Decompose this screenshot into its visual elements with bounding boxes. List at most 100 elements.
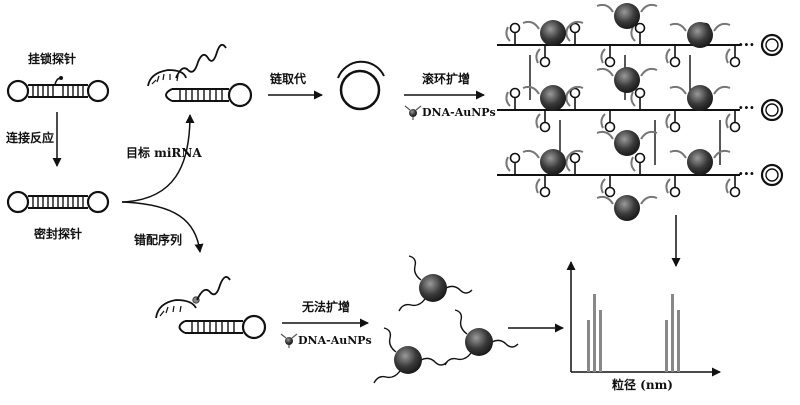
hairpin-loop — [569, 22, 581, 34]
hairpin-loop — [509, 152, 521, 164]
sealed-probe-label: 密封探针 — [34, 227, 83, 241]
hairpin-loop — [539, 56, 551, 68]
hairpin-loop — [729, 186, 741, 198]
hairpin-loop — [634, 22, 646, 34]
hairpin-loop — [509, 87, 521, 99]
np-strand — [445, 285, 473, 294]
np-strand — [420, 357, 448, 366]
circular-template-end — [760, 98, 784, 122]
particle-size-axis-label: 粒径 (nm) — [612, 378, 673, 392]
hairpin-loop — [539, 186, 551, 198]
gold-nanoparticle — [614, 67, 640, 93]
circular-template-end — [760, 33, 784, 57]
no-amplification-label: 无法扩增 — [302, 300, 351, 314]
gold-nanoparticle — [465, 328, 493, 356]
np-strand — [669, 85, 687, 95]
np-strand — [640, 3, 658, 13]
np-strand — [596, 130, 614, 140]
dna-aunps-label-bottom: DNA-AuNPs — [298, 334, 372, 347]
hairpin-loop — [569, 152, 581, 164]
np-strand — [596, 67, 614, 77]
hairpin-probe-label: 挂锁探针 — [28, 52, 77, 66]
probe-arm — [630, 156, 636, 172]
mismatch-label: 错配序列 — [134, 233, 183, 247]
probe-arm — [600, 113, 606, 129]
rolling-amplification-label: 滚环扩增 — [422, 72, 471, 86]
size-histogram — [566, 261, 721, 377]
hairpin-loop — [729, 121, 741, 133]
np-strand — [522, 85, 540, 95]
hairpin-loop — [669, 56, 681, 68]
hairpin-loop — [509, 22, 521, 34]
sealed-probe — [6, 190, 110, 214]
np-strand — [713, 22, 731, 32]
strand-displacement-label: 链取代 — [270, 72, 307, 86]
branch-arrow-target — [121, 114, 195, 203]
circular-template-inner — [765, 168, 779, 182]
np-strand — [383, 327, 397, 353]
probe-arm — [535, 178, 541, 194]
probe-arm — [665, 48, 671, 64]
probe-arm — [565, 91, 571, 107]
probe-with-target — [147, 43, 253, 108]
probe-arm — [725, 48, 731, 64]
branch-arrow-mismatch — [121, 201, 204, 253]
np-strand — [640, 67, 658, 77]
np-strand — [444, 352, 472, 366]
gold-nanoparticle — [687, 85, 713, 111]
probe-arm — [505, 156, 511, 172]
hairpin-loop — [539, 121, 551, 133]
histogram-peak-left — [599, 310, 602, 372]
np-strand — [596, 3, 614, 13]
hairpin-loop — [669, 186, 681, 198]
hairpin-loop — [634, 152, 646, 164]
gold-nanoparticle — [687, 149, 713, 175]
np-strand — [491, 339, 519, 348]
probe-arm — [565, 156, 571, 172]
np-strand — [398, 298, 426, 312]
np-strand — [454, 309, 468, 335]
ellipsis-row3: ··· — [738, 164, 755, 183]
probe-arm — [725, 113, 731, 129]
np-strand — [373, 370, 401, 384]
probe-with-mismatch — [155, 276, 267, 340]
ellipsis-row2: ··· — [738, 98, 755, 117]
np-strand — [522, 149, 540, 159]
free-nanoparticles — [373, 255, 519, 384]
circular-template-inner — [765, 103, 779, 117]
probe-arm — [665, 178, 671, 194]
probe-arm — [535, 113, 541, 129]
hairpin-loop — [604, 56, 616, 68]
probe-arm — [505, 26, 511, 42]
probe-arm — [630, 26, 636, 42]
np-strand — [640, 130, 658, 140]
histogram-peak-left — [593, 294, 596, 372]
histogram-peak-right — [671, 294, 674, 372]
np-strand — [566, 85, 584, 95]
padlock-probe — [6, 76, 110, 103]
rca-network — [497, 3, 784, 221]
gold-nanoparticle — [614, 130, 640, 156]
circular-template-end — [760, 163, 784, 187]
gold-nanoparticle — [394, 346, 422, 374]
gold-nanoparticle — [540, 149, 566, 175]
gold-nanoparticle — [540, 20, 566, 46]
histogram-peak-right — [665, 320, 668, 372]
hairpin-loop — [569, 87, 581, 99]
dna-aunp-icon-bottom — [280, 333, 298, 348]
np-strand — [566, 20, 584, 30]
gold-nanoparticle — [540, 85, 566, 111]
ligation-label: 连接反应 — [6, 131, 55, 145]
np-strand — [522, 20, 540, 30]
probe-arm — [535, 48, 541, 64]
hairpin-loop — [634, 87, 646, 99]
np-strand — [408, 255, 422, 281]
histogram-peak-left — [587, 320, 590, 372]
probe-arm — [600, 48, 606, 64]
probe-arm — [600, 178, 606, 194]
gold-nanoparticle — [614, 195, 640, 221]
np-strand — [669, 149, 687, 159]
probe-arm — [665, 113, 671, 129]
